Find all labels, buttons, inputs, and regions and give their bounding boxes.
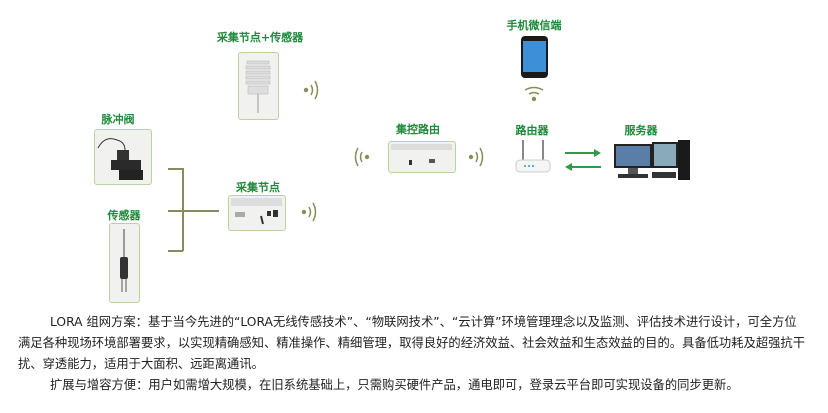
connector-line bbox=[168, 210, 219, 212]
node-label: 采集节点 bbox=[236, 181, 280, 194]
valve-label: 脉冲阀 bbox=[101, 113, 135, 126]
collector-node-icon bbox=[231, 198, 282, 225]
description-paragraph: LORA 组网方案：基于当今先进的“LORA无线传感技术”、“物联网技术”、“云… bbox=[18, 315, 806, 371]
phone-label: 手机微信端 bbox=[506, 19, 562, 32]
bidirectional-arrows-icon bbox=[565, 149, 601, 171]
node-image bbox=[228, 195, 286, 231]
node-sensor-image bbox=[238, 52, 279, 120]
smartphone-icon bbox=[521, 36, 548, 78]
server-icon bbox=[614, 140, 690, 180]
router-label: 路由器 bbox=[515, 124, 549, 137]
wireless-signal-icon bbox=[468, 147, 484, 167]
gateway-label: 集控路由 bbox=[396, 123, 440, 136]
gateway-icon bbox=[391, 144, 452, 165]
node-sensor-label: 采集节点+传感器 bbox=[216, 31, 304, 44]
sensor-label: 传感器 bbox=[107, 209, 141, 222]
wireless-signal-icon bbox=[303, 80, 319, 100]
pulse-valve-icon bbox=[97, 138, 143, 180]
router-icon bbox=[515, 140, 551, 173]
wireless-signal-icon bbox=[301, 202, 317, 222]
connector-line bbox=[168, 250, 183, 252]
weather-shield-icon bbox=[245, 60, 271, 113]
soil-probe-icon bbox=[120, 229, 128, 292]
expansion-paragraph: 扩展与增容方便：用户如需增大规模，在旧系统基础上，只需购买硬件产品，通电即可，登… bbox=[50, 378, 739, 392]
valve-image bbox=[94, 129, 152, 185]
connector-line bbox=[168, 168, 183, 170]
gateway-image bbox=[388, 141, 456, 173]
sensor-image bbox=[109, 223, 140, 303]
connector-line bbox=[182, 168, 184, 251]
wireless-signal-icon bbox=[524, 86, 544, 102]
wireless-signal-icon bbox=[354, 147, 370, 167]
server-label: 服务器 bbox=[624, 124, 658, 137]
